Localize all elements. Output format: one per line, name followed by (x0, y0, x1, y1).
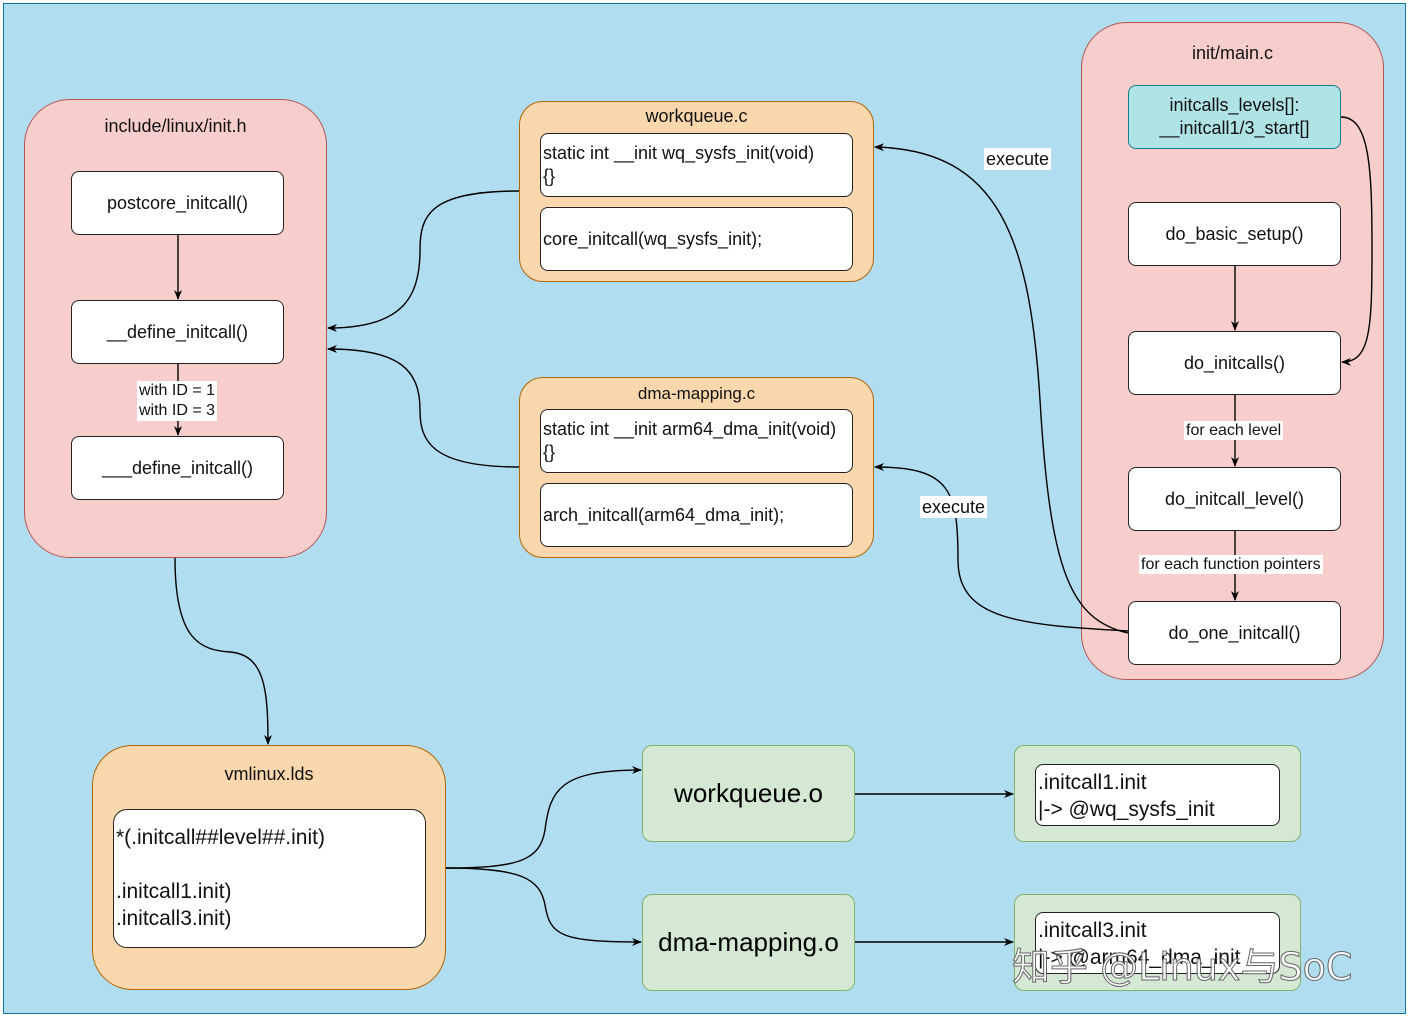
workqueue-c-title: workqueue.c (645, 106, 748, 126)
watermark: 知乎 @Linux与SoC (1011, 945, 1353, 990)
initcall3-section-node: .initcall3.init |-> @arm64_dma_init (1035, 912, 1280, 974)
workqueue-o-node: workqueue.o (642, 745, 855, 842)
vmlinux-lds-title: vmlinux.lds (224, 764, 314, 784)
execute-label-middle: execute (920, 496, 988, 518)
for-each-level-label: for each level (1184, 421, 1284, 440)
init-h-title: include/linux/init.h (104, 116, 247, 136)
initcall-sections-node: *(.initcall##level##.init) .initcall1.in… (113, 809, 426, 948)
workqueue-o-label: workqueue.o (674, 778, 823, 808)
do-initcall-level-node: do_initcall_level() (1128, 467, 1341, 531)
define-initcall-inner-node: ___define_initcall() (71, 436, 284, 500)
execute-label-top: execute (984, 148, 1052, 170)
main-c-title: init/main.c (1191, 43, 1274, 63)
with-id-label: with ID = 1 with ID = 3 (137, 381, 218, 421)
dma-mapping-c-title: dma-mapping.c (637, 384, 756, 403)
postcore-initcall-node: postcore_initcall() (71, 171, 284, 235)
do-one-initcall-node: do_one_initcall() (1128, 601, 1341, 665)
do-initcalls-node: do_initcalls() (1128, 331, 1341, 395)
arch-initcall-node: arch_initcall(arm64_dma_init); (540, 483, 853, 547)
for-each-function-pointers-label: for each function pointers (1139, 555, 1323, 574)
arm64-dma-init-function: static int __init arm64_dma_init(void) {… (540, 409, 853, 473)
define-initcall-node: __define_initcall() (71, 300, 284, 364)
initcall1-section-node: .initcall1.init |-> @wq_sysfs_init (1035, 764, 1280, 826)
do-basic-setup-node: do_basic_setup() (1128, 202, 1341, 266)
core-initcall-node: core_initcall(wq_sysfs_init); (540, 207, 853, 271)
initcalls-levels-node: initcalls_levels[]: __initcall1/3_start[… (1128, 85, 1341, 149)
wq-sysfs-init-function: static int __init wq_sysfs_init(void) {} (540, 133, 853, 197)
dma-mapping-o-node: dma-mapping.o (642, 894, 855, 991)
dma-mapping-o-label: dma-mapping.o (658, 927, 839, 957)
